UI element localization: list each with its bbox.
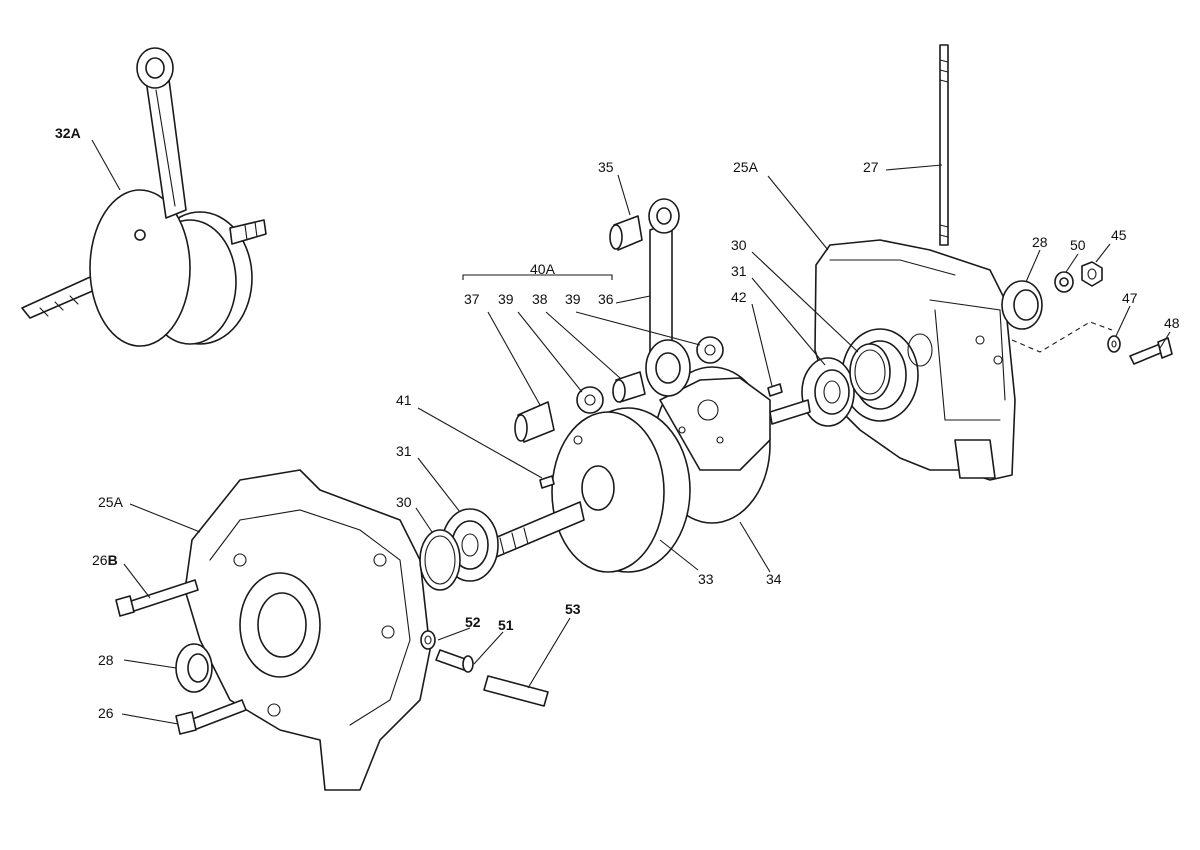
label-36: 36 [598,291,614,307]
label-35: 35 [598,159,614,175]
seal-ring-30-left [419,529,461,591]
needle-bearing-38 [612,371,646,403]
nut-45 [1081,261,1103,287]
washer-52 [420,630,436,650]
crankcase-half-left-25a [184,469,431,791]
needle-bearing-35 [609,215,643,251]
label-39-right: 39 [565,291,581,307]
oil-seal-28-left [175,643,213,693]
washer-50 [1054,271,1074,293]
label-47: 47 [1122,290,1138,306]
bearing-31-top [801,357,855,427]
connecting-rod-36 [645,198,691,397]
label-26b-letter: B [108,552,118,568]
assembly-line [1011,321,1113,353]
hose-53 [483,675,549,707]
label-53: 53 [565,601,581,617]
label-37: 37 [464,291,480,307]
label-30-mid: 30 [396,494,412,510]
label-52: 52 [465,614,481,630]
washer-47 [1107,335,1121,353]
crank-web-33 [489,407,691,573]
key-41 [539,475,555,489]
crank-pin-37 [514,401,555,443]
bolt-26b [115,579,199,617]
crankshaft-assembly-32a [21,47,267,347]
label-27: 27 [863,159,879,175]
label-26: 26 [98,705,114,721]
label-28-top: 28 [1032,234,1048,250]
oil-seal-28-top [1001,280,1043,330]
label-48: 48 [1164,315,1180,331]
key-42 [767,383,783,397]
seal-ring-30-top [849,343,891,401]
label-33: 33 [698,571,714,587]
bolt-48 [1129,337,1173,365]
thrust-washer-39-right [696,336,724,364]
label-42: 42 [731,289,747,305]
label-39-left: 39 [498,291,514,307]
label-28-left: 28 [98,652,114,668]
fitting-51 [435,649,474,673]
bolt-26 [175,699,247,735]
leader-lines [91,139,1171,725]
label-34: 34 [766,571,782,587]
label-30-top: 30 [731,237,747,253]
label-26b-number: 26 [92,552,108,568]
label-32a: 32A [55,125,81,141]
thrust-washer-39-left [576,386,604,414]
label-25a-left: 25A [98,494,124,510]
stud-27 [939,44,949,246]
label-31-mid: 31 [396,443,412,459]
label-45: 45 [1111,227,1127,243]
label-31-top: 31 [731,263,747,279]
label-26b: 26B [92,552,118,568]
crankcase-half-right-25a [814,239,1016,481]
label-38: 38 [532,291,548,307]
label-41: 41 [396,392,412,408]
label-40a: 40A [530,261,556,277]
label-50: 50 [1070,237,1086,253]
label-51: 51 [498,617,514,633]
label-25a-top: 25A [733,159,759,175]
